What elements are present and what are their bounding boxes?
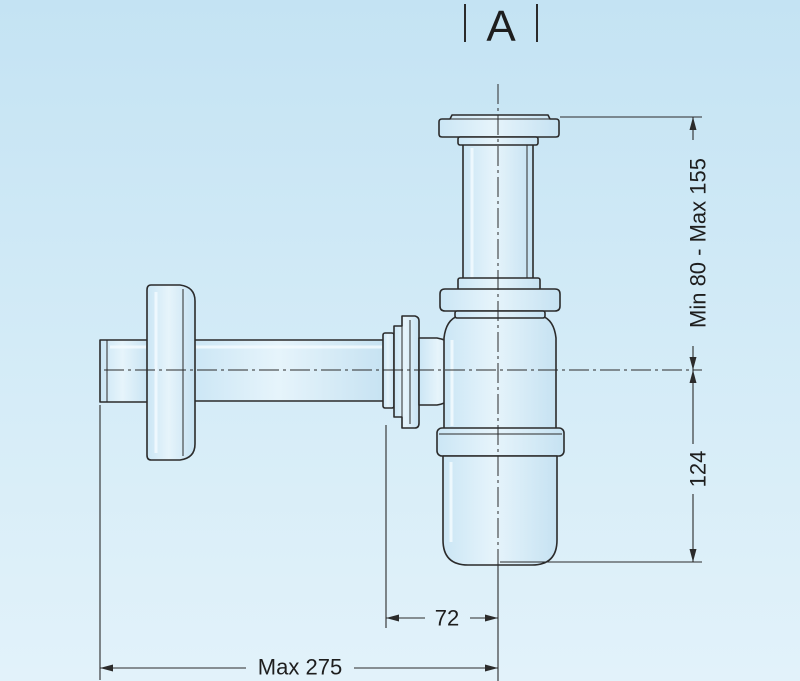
arrow-down [689,549,697,562]
wall-flange [146,284,196,461]
outlet-offset-label: 72 [435,606,459,631]
extension-lines [99,116,702,680]
arrow-down [689,357,697,370]
arrow-left [386,614,399,622]
dimension-height-range: Min 80 - Max 155 [686,117,711,370]
section-marker: A [464,2,538,51]
bottle-band [436,427,565,457]
outlet-union-nut [382,315,420,429]
tube-union-nut [439,277,561,319]
bottle-upper-body [443,315,557,431]
height-range-label: Min 80 - Max 155 [686,158,711,328]
arrow-up [689,370,697,383]
dimension-outlet-offset: 72 [386,606,498,631]
wall-pipe-stub [99,339,151,403]
sink-flange [438,114,560,146]
bottle-lower-cup [442,455,558,566]
section-label: A [486,2,516,51]
arrow-left [100,664,113,672]
arrow-right [485,664,498,672]
arrow-up [689,117,697,130]
max-length-label: Max 275 [258,655,342,680]
dimension-max-length: Max 275 [100,655,498,680]
dimension-trap-height: 124 [686,370,711,562]
arrow-right [485,614,498,622]
trap-height-label: 124 [686,451,711,488]
